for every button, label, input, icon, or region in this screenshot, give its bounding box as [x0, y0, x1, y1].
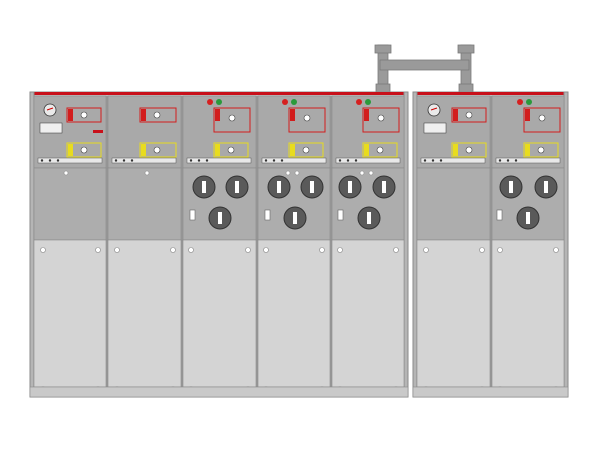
terminal-strips: [40, 159, 518, 162]
panel-2: [107, 95, 182, 392]
indicator-lamp-icon: [365, 99, 371, 105]
extension-switchgear-block: [412, 91, 569, 398]
indicator-lamp-icon: [526, 99, 532, 105]
panel-6: [416, 95, 491, 392]
busbar-connector: [374, 44, 475, 94]
indicator-lamp-icon: [216, 99, 222, 105]
panel-7: [491, 95, 565, 392]
main-switchgear-block: [29, 91, 409, 398]
indicator-lamp-icon: [291, 99, 297, 105]
indicator-lamp-icon: [356, 99, 362, 105]
panel-3: [182, 95, 257, 392]
pressure-gauge-icon: [427, 103, 441, 117]
panel-1: [33, 95, 107, 392]
indicator-lamp-icon: [207, 99, 213, 105]
pressure-gauge-icon: [43, 103, 57, 117]
indicator-lamp-icon: [282, 99, 288, 105]
indicator-lamp-icon: [517, 99, 523, 105]
panel-4: [257, 95, 331, 392]
panel-5: [331, 95, 405, 392]
